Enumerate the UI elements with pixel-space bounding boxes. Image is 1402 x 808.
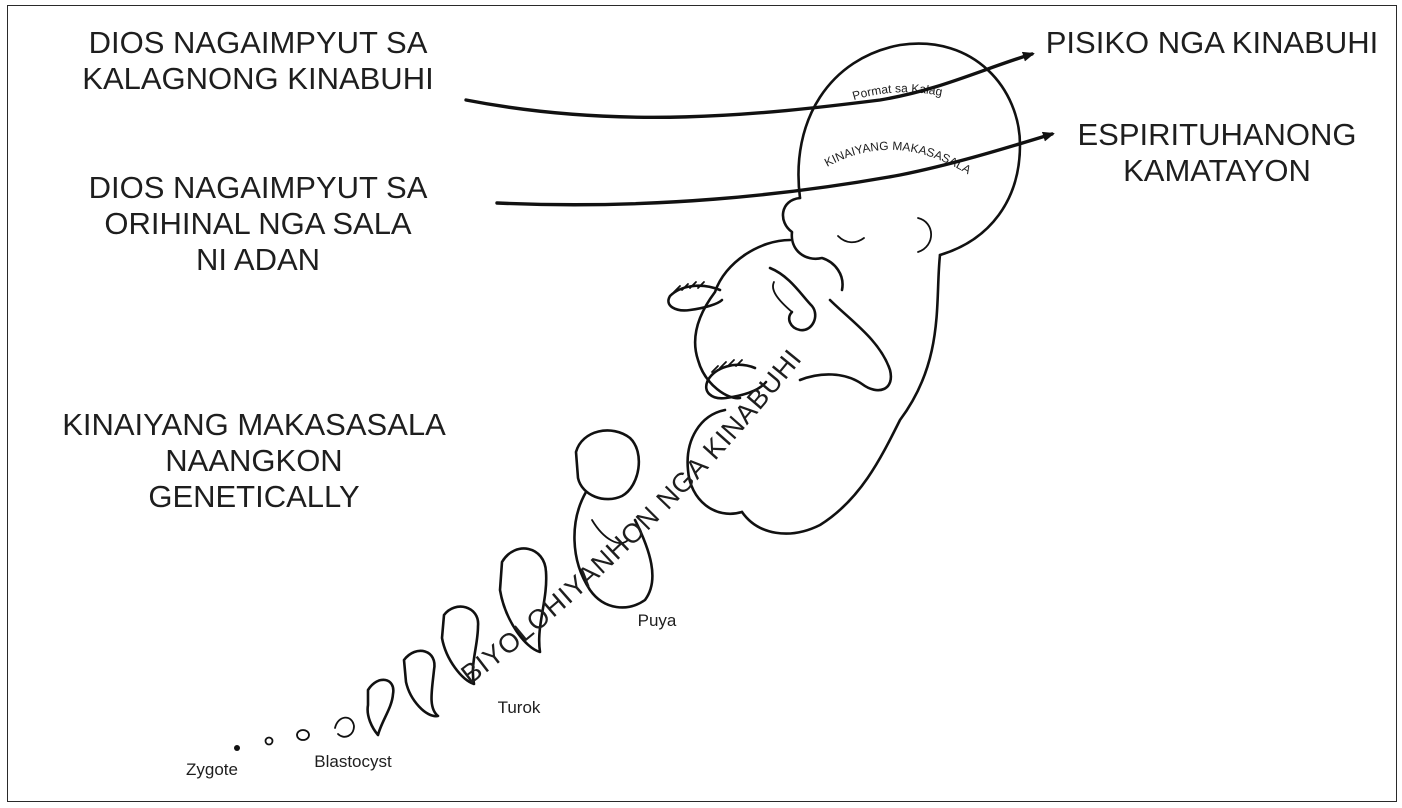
label-imputes-soul-life-line2: KALAGNONG KINABUHI [82, 61, 433, 96]
zygote-cell [234, 745, 240, 751]
label-zygote: Zygote [186, 760, 238, 779]
label-biological-life: BIYOLOHIYANHON NGA KINABUHI [455, 343, 807, 689]
arrow-soul-life-to-physical-life [466, 54, 1032, 117]
label-blastocyst: Blastocyst [314, 752, 392, 771]
label-imputes-original-sin: DIOS NAGAIMPYUT SA ORIHINAL NGA SALA NI … [89, 170, 428, 277]
early-embryo-1 [297, 730, 309, 740]
label-spiritual-death-line2: KAMATAYON [1123, 153, 1311, 188]
label-imputes-original-sin-line2: ORIHINAL NGA SALA [104, 206, 412, 241]
label-soul-formation: Pormat sa Kalag [851, 81, 944, 103]
fetus-leg [800, 300, 891, 390]
label-spiritual-death-line1: ESPIRITUHANONG [1077, 117, 1356, 152]
fetus-face-outline [783, 198, 843, 290]
fetus-arm [770, 268, 815, 330]
early-embryo-2 [335, 718, 354, 737]
blastocyst-cell [266, 738, 273, 745]
label-imputes-soul-life: DIOS NAGAIMPYUT SA KALAGNONG KINABUHI [82, 25, 433, 96]
label-imputes-original-sin-line3: NI ADAN [196, 242, 320, 277]
embryo-stage-2 [404, 651, 438, 716]
label-imputes-original-sin-line1: DIOS NAGAIMPYUT SA [89, 170, 428, 205]
label-embryo: Turok [498, 698, 541, 717]
label-imputes-soul-life-line1: DIOS NAGAIMPYUT SA [89, 25, 428, 60]
label-sin-nature-genetic: KINAIYANG MAKASASALA NAANGKON GENETICALL… [62, 407, 446, 514]
label-sin-nature-genetic-line2: NAANGKON [165, 443, 342, 478]
label-physical-life: PISIKO NGA KINABUHI [1046, 25, 1378, 60]
fetus-ear [918, 218, 931, 252]
fetus-hand [773, 282, 792, 312]
embryo-stage-1 [368, 680, 394, 735]
label-spiritual-death: ESPIRITUHANONG KAMATAYON [1077, 117, 1356, 188]
label-head-sin-nature: KINAIYANG MAKASASALA [822, 139, 974, 177]
fetus-small-head [576, 430, 639, 499]
label-sin-nature-genetic-line3: GENETICALLY [148, 479, 359, 514]
fetus-closed-eye [838, 236, 864, 242]
label-fetus: Puya [638, 611, 677, 630]
label-sin-nature-genetic-line1: KINAIYANG MAKASASALA [62, 407, 446, 442]
